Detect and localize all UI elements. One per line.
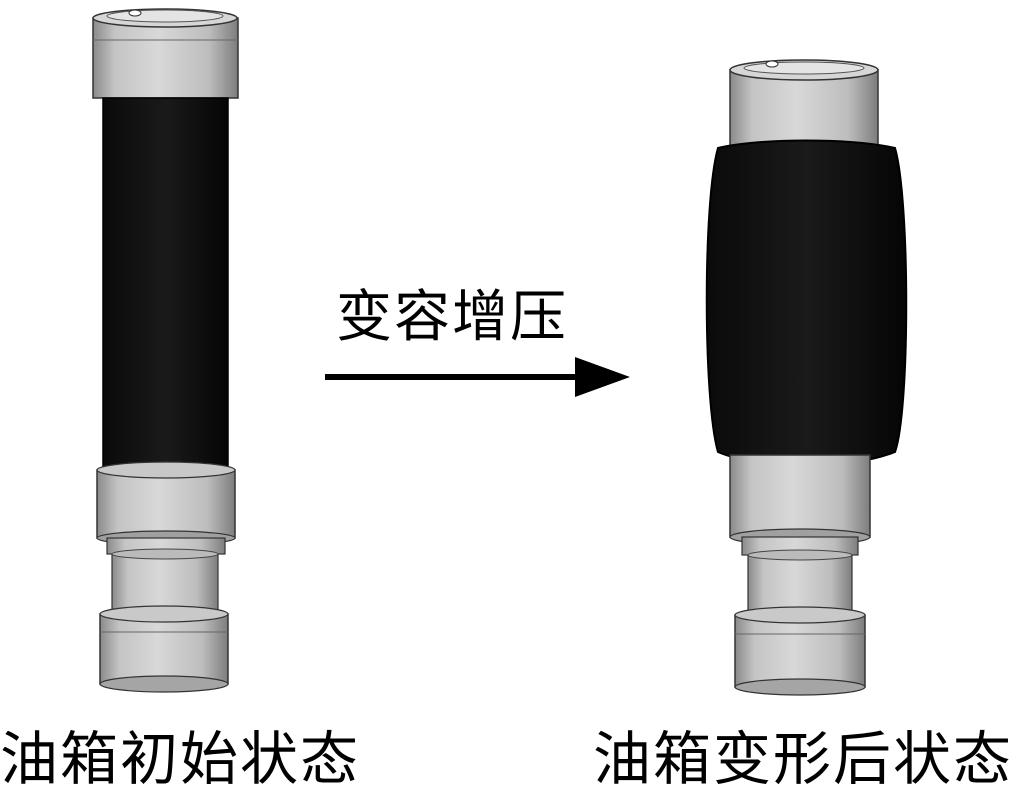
tank-initial-bladder	[102, 97, 229, 484]
process-label: 变容增压	[336, 285, 568, 350]
tank-initial-neck	[106, 537, 226, 615]
deformed-state-label: 油箱变形后状态	[593, 725, 1014, 793]
tank-initial	[92, 8, 239, 693]
tank-deformed	[705, 59, 908, 696]
tank-initial-top-cap	[92, 8, 239, 99]
tank-deformed-neck	[741, 536, 859, 616]
tank-deformed-lower-collar	[729, 454, 871, 546]
tank-initial-bottom-cap	[99, 605, 229, 693]
transform-arrow	[325, 357, 630, 397]
tank-initial-lower-collar	[96, 461, 236, 546]
tank-deformed-bottom-cap	[734, 606, 866, 696]
tank-deformed-bladder	[705, 139, 908, 467]
tank-deformed-top-cap	[729, 59, 879, 151]
initial-state-label: 油箱初始状态	[0, 725, 361, 793]
